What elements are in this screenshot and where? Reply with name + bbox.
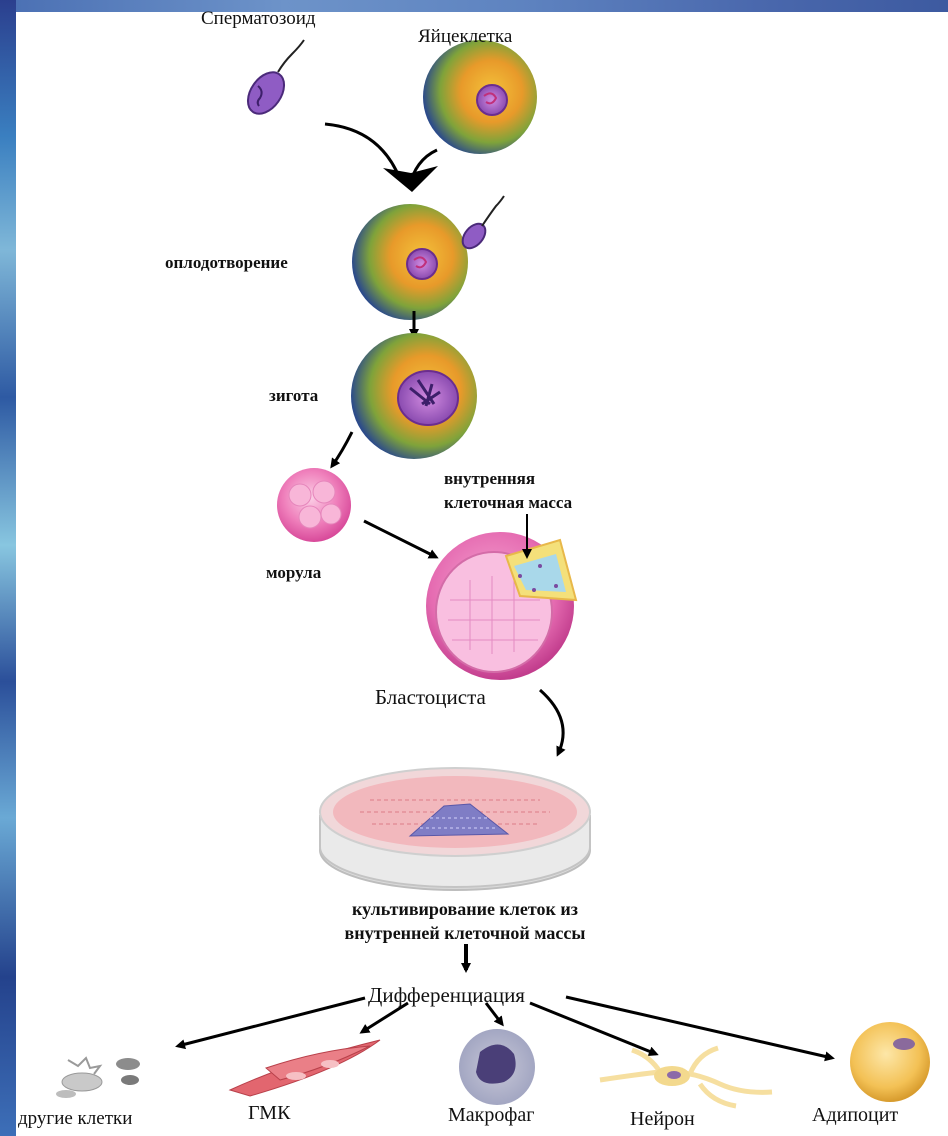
culture-line2: внутренней клеточной массы xyxy=(275,921,655,945)
outcome-neuron: Нейрон xyxy=(630,1108,695,1131)
neuron-icon xyxy=(600,1048,772,1106)
arrow-to-blastocyst xyxy=(364,521,436,557)
fertilized-egg-icon xyxy=(352,196,504,320)
inner-cell-mass-line1: внутренняя xyxy=(444,467,572,491)
outcome-adipocyte: Адипоцит xyxy=(812,1104,898,1127)
sperm-cell-icon xyxy=(241,40,304,120)
blastocyst-label: Бластоциста xyxy=(375,685,486,710)
culture-label: культивирование клеток из внутренней кле… xyxy=(275,897,655,945)
inner-cell-mass-label: внутренняя клеточная масса xyxy=(444,467,572,515)
outcome-smooth-muscle-cells: ГМК xyxy=(248,1102,290,1125)
zygote-label: зигота xyxy=(269,386,318,406)
fertilization-label: оплодотворение xyxy=(165,253,288,273)
inner-cell-mass-line2: клеточная масса xyxy=(444,491,572,515)
zygote-cell-icon xyxy=(351,333,477,459)
egg-label: Яйцеклетка xyxy=(418,26,512,48)
outcome-other-cells: другие клетки xyxy=(18,1108,132,1130)
arrow-to-culture xyxy=(540,690,563,754)
sperm-label: Сперматозоид xyxy=(201,8,316,30)
adipocyte-icon xyxy=(850,1022,930,1102)
other-cells-icon xyxy=(56,1058,140,1098)
outcome-macrophage: Макрофаг xyxy=(448,1104,534,1127)
merge-arrow xyxy=(325,124,438,192)
arrow-to-morula xyxy=(332,432,352,466)
differentiation-label: Дифференциация xyxy=(368,983,525,1008)
petri-dish-icon xyxy=(320,768,590,890)
blastocyst-icon xyxy=(426,532,576,680)
morula-cell-icon xyxy=(277,468,351,542)
culture-line1: культивирование клеток из xyxy=(275,897,655,921)
egg-cell-icon xyxy=(423,40,537,154)
morula-label: морула xyxy=(266,563,321,583)
smooth-muscle-cell-icon xyxy=(230,1040,380,1096)
macrophage-icon xyxy=(459,1029,535,1105)
